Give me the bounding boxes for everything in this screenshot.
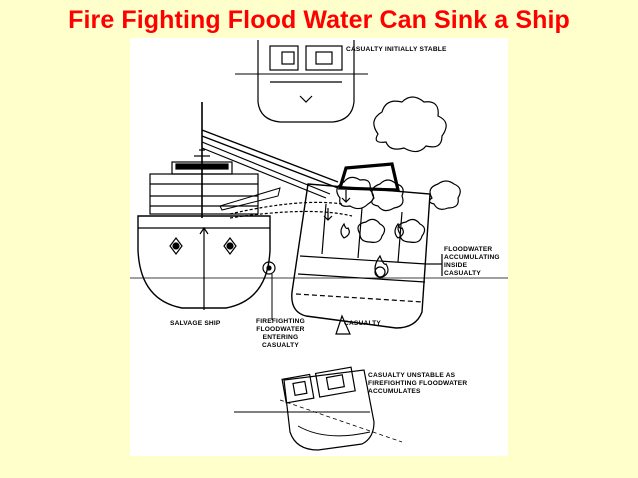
stable-casualty-hull xyxy=(235,40,368,123)
label-floodwater-accumulating: FLOODWATER ACCUMULATING INSIDE CASUALTY xyxy=(444,246,500,277)
salvage-diagram xyxy=(130,40,508,451)
salvage-ship xyxy=(137,102,276,310)
label-casualty-initially-stable: CASUALTY INITIALLY STABLE xyxy=(346,46,447,53)
casualty-ship xyxy=(291,96,461,335)
slide-title: Fire Fighting Flood Water Can Sink a Shi… xyxy=(68,6,570,34)
firefighting-boom xyxy=(201,129,353,219)
diagram-panel: CASUALTY INITIALLY STABLE FLOODWATER ACC… xyxy=(130,38,508,456)
label-casualty-unstable: CASUALTY UNSTABLE AS FIREFIGHTING FLOODW… xyxy=(368,372,468,395)
label-firefighting-floodwater: FIREFIGHTING FLOODWATER ENTERING CASUALT… xyxy=(256,318,305,349)
label-salvage-ship: SALVAGE SHIP xyxy=(170,320,221,327)
unstable-casualty-hull xyxy=(234,366,403,451)
label-casualty: CASUALTY xyxy=(344,320,382,327)
